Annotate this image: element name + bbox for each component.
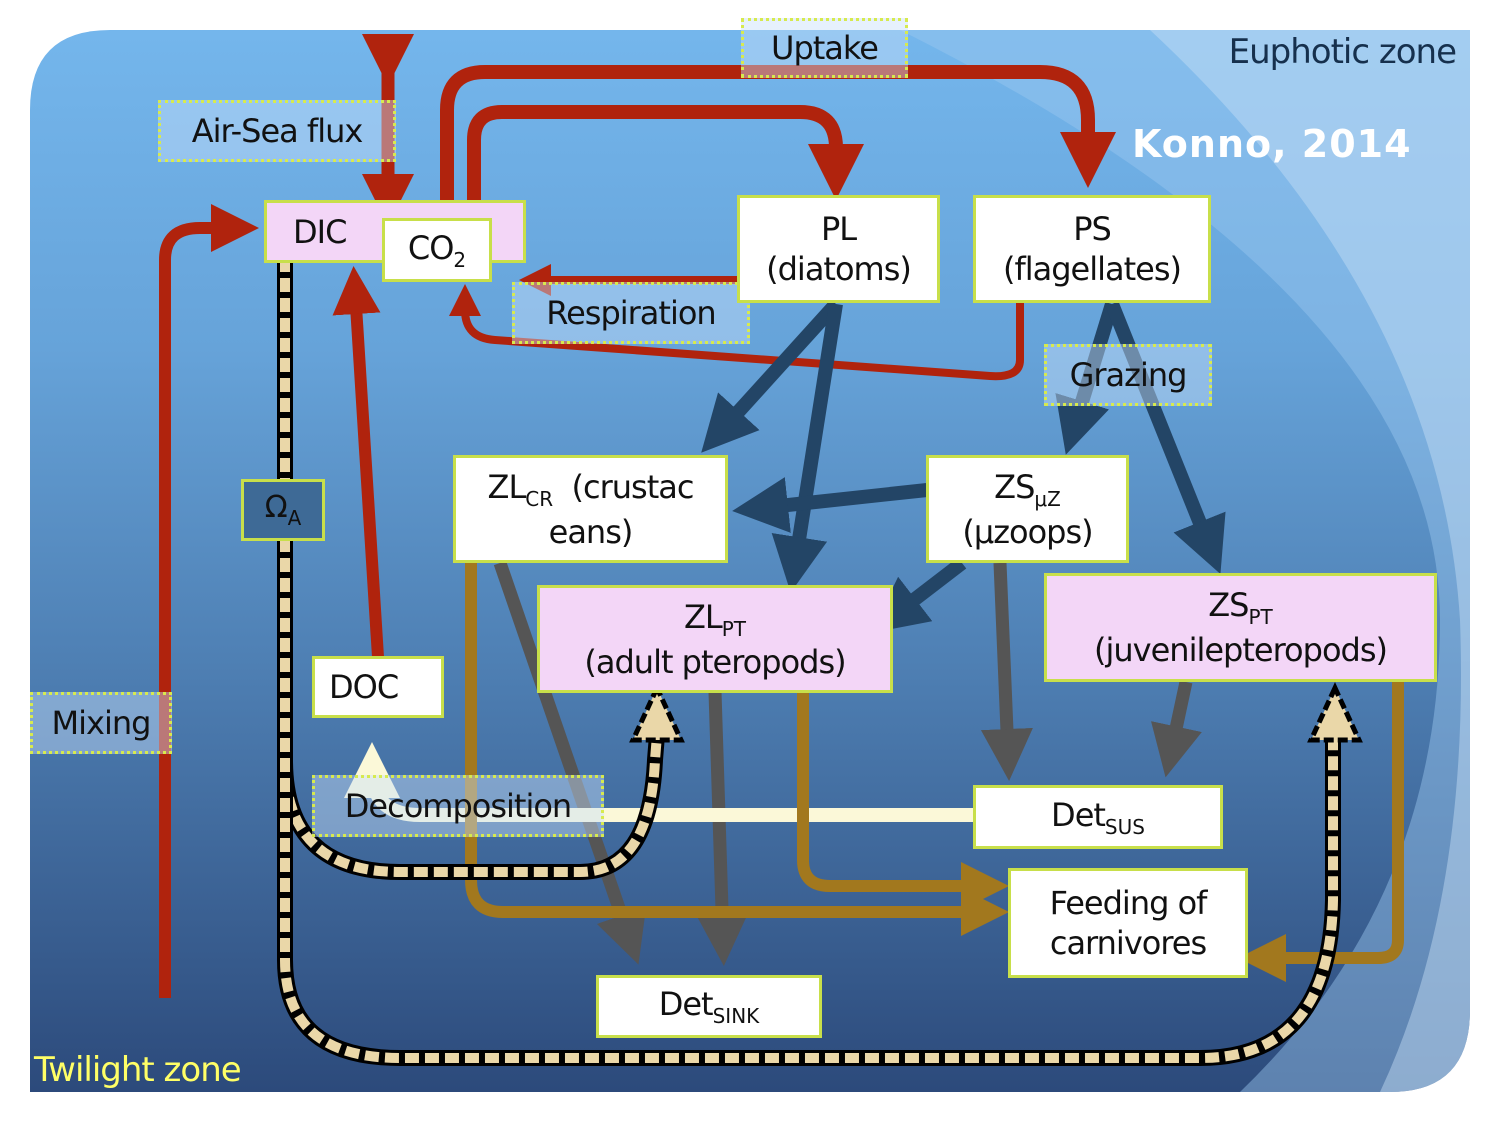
zs-pt-main: ZS [1208, 586, 1249, 624]
decomposition-label: Decomposition [312, 775, 604, 837]
zsuz-to-zlcr-arrow [732, 477, 928, 533]
det-sink-main: Det [658, 985, 714, 1023]
zl-pt-node: ZLPT (adult pteropods) [537, 585, 893, 693]
pl-node: PL (diatoms) [737, 195, 940, 303]
zs-uz-node: ZSμZ (μzoops) [926, 455, 1129, 563]
mixing-arrow [159, 204, 259, 998]
zlpt-arrowhead [629, 682, 685, 743]
zs-uz-subtitle: (μzoops) [962, 512, 1093, 551]
det-sink-label: DetSINK [659, 984, 760, 1029]
zsuz-to-zlpt-arrow [870, 557, 967, 634]
zlcr-to-feeding-arrow [465, 563, 1009, 936]
pl-title: PL [820, 210, 857, 248]
omega-label: ΩA [265, 490, 302, 530]
zspt-arrowhead [1307, 682, 1363, 743]
zlcr-to-detsink-arrow [493, 560, 647, 965]
zs-uz-sub: μZ [1034, 486, 1061, 511]
det-sink-node: DetSINK [596, 975, 822, 1038]
euphotic-sweep [900, 30, 1470, 1092]
det-sus-main: Det [1051, 795, 1106, 834]
ps-node: PS (flagellates) [973, 195, 1211, 303]
zlpt-to-feeding-arrow [797, 692, 1009, 910]
omega-aragonite-node: ΩA [241, 479, 325, 541]
doc-node: DOC [312, 656, 444, 718]
zl-pt-sub: PT [721, 616, 747, 641]
zl-pt-title: ZLPT [684, 597, 746, 642]
zl-pt-subtitle: (adult pteropods) [584, 642, 846, 681]
euphotic-sweep-2 [1150, 30, 1470, 1092]
migration-flows [277, 258, 1363, 1066]
pl-to-zlcr-arrow [701, 299, 842, 453]
zs-uz-title: ZSμZ [994, 467, 1061, 512]
dic-to-zspt-path-bg [277, 258, 1341, 1066]
uptake-to-ps-arrow [440, 65, 1116, 220]
zspt-to-feeding-arrow [1238, 682, 1404, 982]
feeding-line1: Feeding of [1049, 884, 1208, 922]
det-sus-sub: SUS [1104, 814, 1145, 839]
zl-cr-main: ZL [487, 467, 527, 506]
uptake-to-pl-arrow [467, 105, 864, 220]
zs-uz-main: ZS [994, 467, 1035, 506]
euphotic-zone-label: Euphotic zone [1228, 32, 1457, 72]
grazing-label: Grazing [1044, 344, 1212, 406]
zl-pt-main: ZL [683, 597, 723, 636]
air-sea-flux-label: Air-Sea flux [158, 100, 396, 162]
carbon-flows [159, 34, 1116, 998]
pl-subtitle: (diatoms) [766, 250, 912, 288]
zs-pt-sub: PT [1248, 605, 1273, 629]
pl-to-zlpt-arrow [771, 302, 843, 593]
zsuz-to-detsus-arrow [980, 562, 1033, 781]
omega-main: Ω [264, 490, 288, 525]
zl-cr-subtitle: eans) [548, 512, 634, 551]
zl-cr-node: ZLCR (crustac eans) [453, 455, 728, 563]
ps-subtitle: (flagellates) [1002, 250, 1182, 288]
carnivore-flows [465, 563, 1404, 982]
omega-sub: A [287, 506, 302, 530]
zs-pt-node: ZSPT (juvenilepteropods) [1044, 573, 1437, 682]
uptake-label: Uptake [741, 18, 908, 78]
zl-cr-title: ZLCR (crustac [487, 467, 695, 512]
zs-pt-title: ZSPT [1208, 585, 1273, 630]
ps-title: PS [1073, 210, 1112, 248]
doc-to-dic-arrow [332, 266, 384, 658]
det-sus-label: DetSUS [1051, 795, 1145, 840]
zl-cr-sub: CR [525, 486, 554, 511]
co2-main: CO [407, 228, 455, 267]
credit-label: Konno, 2014 [1132, 122, 1412, 166]
ps-respiration-arrow [449, 284, 1024, 381]
feeding-line2: carnivores [1049, 924, 1207, 962]
zl-cr-rest: (crustac [553, 467, 695, 506]
dic-label: DIC [293, 212, 347, 251]
co2-label: CO2 [408, 228, 466, 273]
feeding-of-carnivores-node: Feeding of carnivores [1008, 868, 1248, 978]
doc-label: DOC [329, 668, 399, 706]
zs-pt-subtitle: (juvenilepteropods) [1094, 631, 1388, 669]
zspt-to-detsus-arrow [1151, 680, 1202, 778]
co2-sub: 2 [453, 247, 467, 272]
det-sink-sub: SINK [712, 1004, 760, 1028]
co2-node: CO2 [382, 218, 492, 282]
mixing-label: Mixing [30, 692, 172, 754]
twilight-zone-label: Twilight zone [34, 1050, 242, 1090]
respiration-label: Respiration [512, 282, 750, 344]
ps-to-zsuz-arrow [1055, 301, 1119, 455]
det-sus-node: DetSUS [973, 785, 1223, 849]
